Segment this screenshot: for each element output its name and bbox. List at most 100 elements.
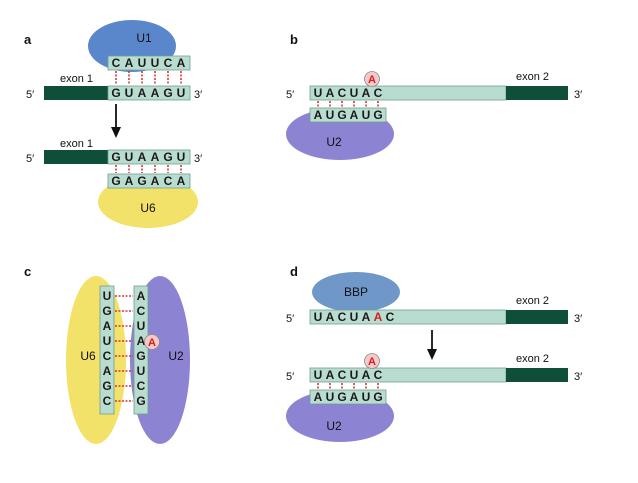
u1-label: U1 [136, 31, 152, 45]
u2-base-pairs-d [317, 383, 379, 389]
u2-label-c: U2 [168, 349, 184, 363]
five-prime-b: 5′ [286, 89, 294, 101]
u6-snrnp-blob [98, 176, 198, 228]
d-top-nucleotide: C [386, 310, 395, 324]
three-prime-b: 3′ [574, 89, 582, 101]
u6-c-nucleotide: U [103, 289, 112, 303]
bbp-protein-blob [312, 272, 400, 312]
branch-site-nucleotide: U [350, 86, 359, 100]
branch-site-nucleotide: U [314, 86, 323, 100]
d-bulge-circle [364, 353, 380, 369]
five-prime-d-bottom: 5′ [286, 371, 294, 383]
u1-seq-strip [107, 55, 191, 71]
three-prime-d-bottom: 3′ [574, 371, 582, 383]
d-branch-a: A [368, 356, 376, 368]
branch-a-bulge-c: A [144, 334, 160, 350]
u6-nucleotide: A [177, 174, 186, 188]
u2-b-nucleotide: U [362, 108, 371, 122]
panel-d-label: d [290, 264, 298, 279]
u2-b-nucleotide: A [350, 108, 359, 122]
u2-seq-strip-b [309, 107, 387, 123]
five-prime-d-top: 5′ [286, 313, 294, 325]
panel-a-label: a [24, 32, 32, 47]
u6-c-nucleotide: G [102, 379, 111, 393]
five-prime-bottom: 5′ [26, 153, 34, 165]
intron-bar-bottom [107, 149, 191, 165]
u2-c-nucleotide: A [137, 334, 146, 348]
u2-base-pairs-b [317, 101, 379, 107]
exon1-bar-top [44, 86, 108, 100]
three-prime-top: 3′ [194, 89, 202, 101]
bbp-label: BBP [344, 285, 368, 299]
u6-snrnp-blob-c [66, 276, 126, 444]
d-top-nucleotide: A [362, 310, 371, 324]
u2-d-nucleotide: A [350, 390, 359, 404]
exon2-bar-d-top [506, 310, 568, 324]
u2-b-nucleotide: G [337, 108, 346, 122]
branch-site-nucleotide: A [326, 86, 335, 100]
u2-strand-c [133, 285, 149, 415]
u2-d-nucleotide: U [326, 390, 335, 404]
u1-nucleotide: C [164, 56, 173, 70]
five-ss-nucleotide: G [163, 86, 172, 100]
exon2-label-d-bottom: exon 2 [516, 353, 549, 365]
u6-c-nucleotide: U [103, 334, 112, 348]
panel-d-arrow [427, 330, 437, 360]
u6-c-nucleotide: A [103, 364, 112, 378]
five-ss-b-nucleotide: G [111, 150, 120, 164]
b-bulge-circle [364, 71, 380, 87]
u2-d-nucleotide: G [373, 390, 382, 404]
branch-site-d-nucleotide: A [326, 368, 335, 382]
u1-nucleotide: U [138, 56, 147, 70]
u2-label-b: U2 [326, 135, 342, 149]
branch-site-nucleotide: A [362, 86, 371, 100]
u2-d-nucleotide: U [362, 390, 371, 404]
u2-c-nucleotide: U [137, 319, 146, 333]
five-ss-b-nucleotide: G [163, 150, 172, 164]
branch-a-bulge-d: A [364, 353, 380, 369]
branch-a-bulge-b: A [364, 71, 380, 87]
branch-site-d-nucleotide: U [350, 368, 359, 382]
u6-base-pairs [115, 165, 182, 173]
u6-c-nucleotide: C [103, 349, 112, 363]
u1-nucleotide: C [112, 56, 121, 70]
u6-c-nucleotide: A [103, 319, 112, 333]
branch-site-nucleotide: C [338, 86, 347, 100]
five-ss-b-nucleotide: A [151, 150, 160, 164]
three-prime-bottom: 3′ [194, 153, 202, 165]
five-ss-b-nucleotide: U [125, 150, 134, 164]
u6-nucleotide: G [111, 174, 120, 188]
u2-seq-strip-d [309, 389, 387, 405]
u6-nucleotide: A [151, 174, 160, 188]
five-ss-nucleotide: U [177, 86, 186, 100]
branch-site-d-nucleotide: A [362, 368, 371, 382]
u1-nucleotide: A [125, 56, 134, 70]
d-top-nucleotide: U [314, 310, 323, 324]
u2-c-nucleotide: C [137, 379, 146, 393]
b-branch-a: A [368, 74, 376, 86]
exon2-bar-b [506, 86, 568, 100]
d-top-nucleotide: U [350, 310, 359, 324]
u2-c-nucleotide: C [137, 304, 146, 318]
u2-label-d: U2 [326, 419, 342, 433]
panel-b-label: b [290, 32, 298, 47]
panel-c-label: c [24, 264, 31, 279]
panel-a-arrow [111, 104, 121, 138]
u6-c-nucleotide: C [103, 394, 112, 408]
five-prime-top: 5′ [26, 89, 34, 101]
exon2-bar-d-bottom [506, 368, 568, 382]
exon2-label-d-top: exon 2 [516, 295, 549, 307]
exon1-bar-bottom [44, 150, 108, 164]
